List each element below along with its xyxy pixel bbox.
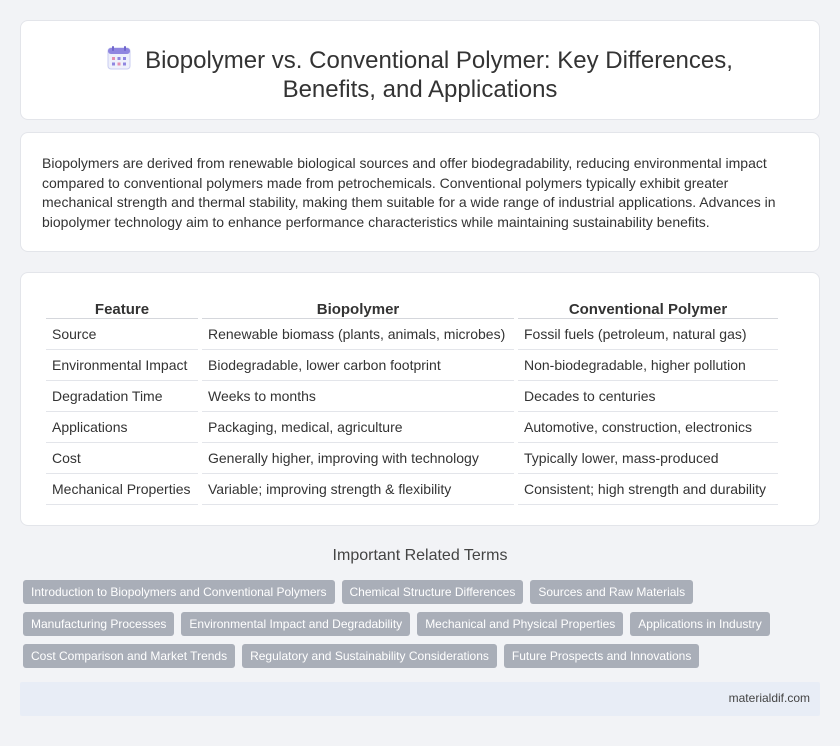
related-term-tag[interactable]: Mechanical and Physical Properties	[417, 612, 624, 636]
table-cell: Packaging, medical, agriculture	[202, 412, 514, 443]
title-card: Biopolymer vs. Conventional Polymer: Key…	[20, 20, 820, 120]
related-term-tag[interactable]: Sources and Raw Materials	[530, 580, 694, 604]
related-term-tag[interactable]: Introduction to Biopolymers and Conventi…	[23, 580, 335, 604]
column-header-conventional: Conventional Polymer	[518, 295, 778, 319]
table-cell: Applications	[46, 412, 198, 443]
related-term-tag[interactable]: Chemical Structure Differences	[341, 580, 524, 604]
table-cell: Automotive, construction, electronics	[518, 412, 778, 443]
related-term-tag[interactable]: Applications in Industry	[630, 612, 770, 636]
related-term-tag[interactable]: Future Prospects and Innovations	[503, 644, 700, 668]
table-cell: Environmental Impact	[46, 350, 198, 381]
intro-card: Biopolymers are derived from renewable b…	[20, 132, 820, 252]
table-cell: Non-biodegradable, higher pollution	[518, 350, 778, 381]
table-row: Source Renewable biomass (plants, animal…	[46, 319, 778, 350]
footer-bar: materialdif.com	[20, 682, 820, 716]
comparison-table-card: Feature Biopolymer Conventional Polymer …	[20, 272, 820, 526]
tag-row: Cost Comparison and Market Trends Regula…	[23, 644, 803, 668]
table-row: Applications Packaging, medical, agricul…	[46, 412, 778, 443]
page-title-row: Biopolymer vs. Conventional Polymer: Key…	[21, 45, 819, 104]
table-row: Cost Generally higher, improving with te…	[46, 443, 778, 474]
table-row: Mechanical Properties Variable; improvin…	[46, 474, 778, 505]
page-title: Biopolymer vs. Conventional Polymer: Key…	[145, 47, 733, 103]
table-cell: Source	[46, 319, 198, 350]
table-cell: Degradation Time	[46, 381, 198, 412]
table-cell: Weeks to months	[202, 381, 514, 412]
table-cell: Cost	[46, 443, 198, 474]
related-term-tag[interactable]: Manufacturing Processes	[23, 612, 175, 636]
related-terms-tags: Introduction to Biopolymers and Conventi…	[23, 580, 803, 676]
table-cell: Mechanical Properties	[46, 474, 198, 505]
table-cell: Generally higher, improving with technol…	[202, 443, 514, 474]
column-header-biopolymer: Biopolymer	[202, 295, 514, 319]
table-cell: Biodegradable, lower carbon footprint	[202, 350, 514, 381]
comparison-table: Feature Biopolymer Conventional Polymer …	[42, 295, 782, 505]
table-cell: Typically lower, mass-produced	[518, 443, 778, 474]
column-header-feature: Feature	[46, 295, 198, 319]
related-terms-heading: Important Related Terms	[332, 547, 508, 564]
tag-row: Introduction to Biopolymers and Conventi…	[23, 580, 803, 604]
table-cell: Consistent; high strength and durability	[518, 474, 778, 505]
footer-site-link[interactable]: materialdif.com	[728, 691, 810, 705]
table-cell: Decades to centuries	[518, 381, 778, 412]
related-term-tag[interactable]: Cost Comparison and Market Trends	[23, 644, 236, 668]
intro-paragraph: Biopolymers are derived from renewable b…	[42, 155, 776, 230]
related-term-tag[interactable]: Environmental Impact and Degradability	[181, 612, 411, 636]
calendar-grid-icon	[107, 45, 131, 71]
related-term-tag[interactable]: Regulatory and Sustainability Considerat…	[242, 644, 497, 668]
table-cell: Variable; improving strength & flexibili…	[202, 474, 514, 505]
table-cell: Renewable biomass (plants, animals, micr…	[202, 319, 514, 350]
table-row: Degradation Time Weeks to months Decades…	[46, 381, 778, 412]
table-cell: Fossil fuels (petroleum, natural gas)	[518, 319, 778, 350]
table-header-row: Feature Biopolymer Conventional Polymer	[46, 295, 778, 319]
table-row: Environmental Impact Biodegradable, lowe…	[46, 350, 778, 381]
tag-row: Manufacturing Processes Environmental Im…	[23, 612, 803, 636]
